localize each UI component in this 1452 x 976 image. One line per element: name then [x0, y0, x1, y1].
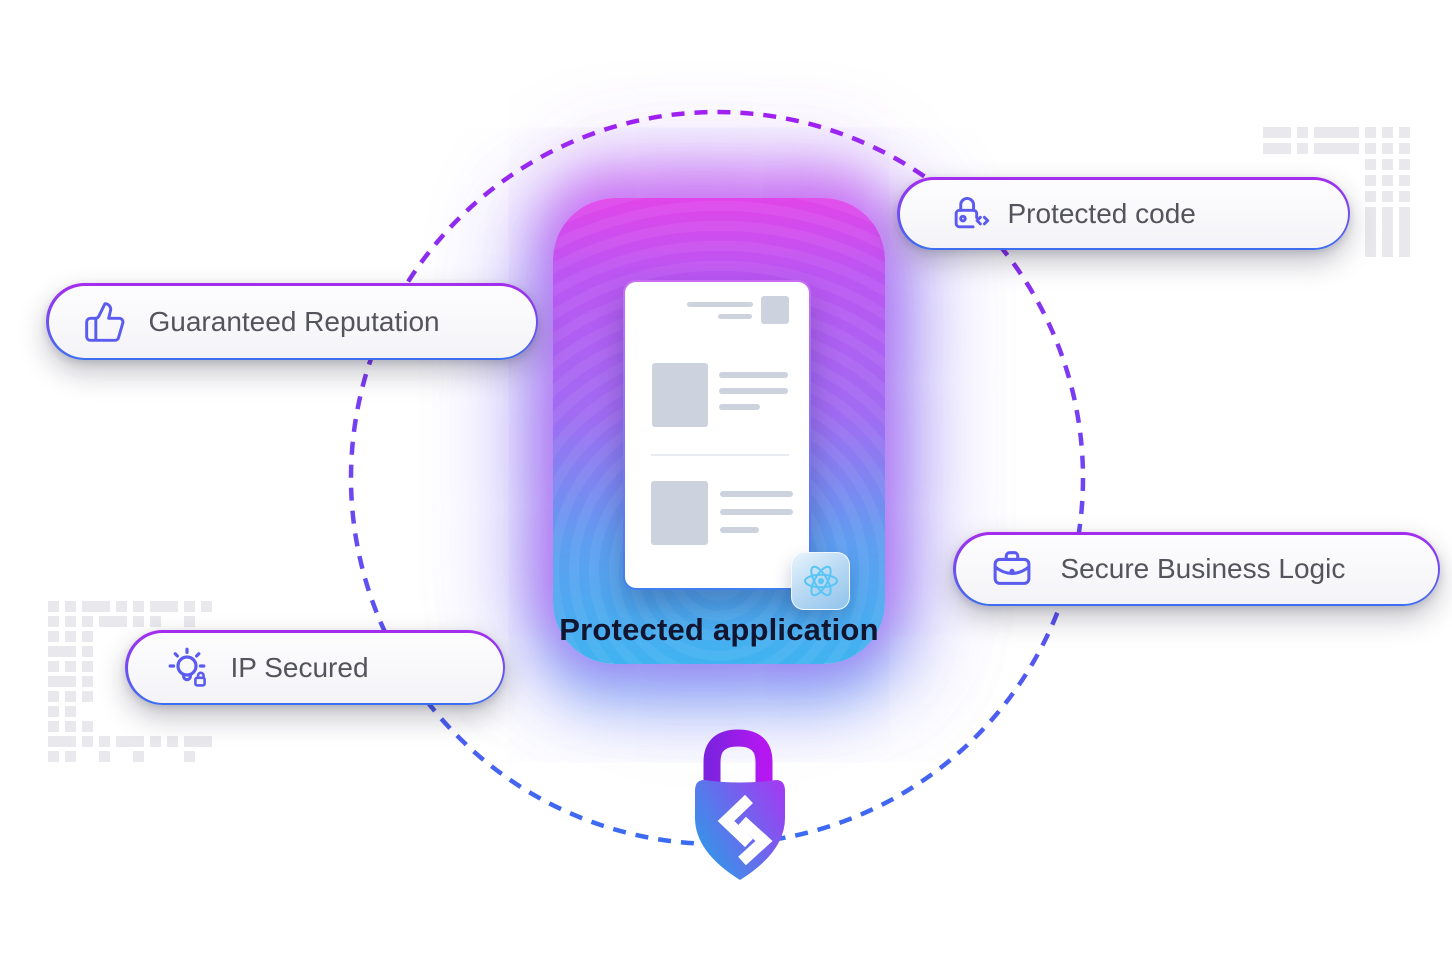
- briefcase-icon: [989, 546, 1035, 592]
- dashed-orbit-ring: [348, 109, 1086, 847]
- brand-glyph: [717, 794, 773, 866]
- doc-thumbnail-block: [652, 363, 708, 427]
- doc-header-line: [687, 302, 753, 307]
- lock-code-icon: [947, 192, 991, 236]
- halftone-pattern-bottom-left: [48, 601, 212, 762]
- doc-text-line: [719, 388, 788, 394]
- doc-text-line: [720, 509, 793, 515]
- app-preview-card: [623, 280, 811, 590]
- doc-thumbnail-block: [651, 481, 708, 545]
- pill-label: Protected code: [1007, 197, 1196, 229]
- pill-label: Secure Business Logic: [1060, 553, 1346, 584]
- pill-ip-secured: IP Secured: [125, 630, 505, 705]
- doc-text-line: [719, 404, 760, 410]
- thumbs-up-icon: [83, 300, 127, 344]
- pill-protected-code: Protected code: [897, 177, 1350, 250]
- app-preview-document: [625, 282, 809, 588]
- pill-label: IP Secured: [230, 651, 369, 683]
- pill-secure-business-logic: Secure Business Logic: [953, 532, 1440, 606]
- doc-header-line: [718, 314, 752, 319]
- doc-text-line: [720, 491, 793, 497]
- doc-text-line: [719, 372, 788, 378]
- doc-text-line: [720, 527, 759, 533]
- react-logo-icon: [803, 565, 838, 597]
- doc-divider: [651, 454, 789, 456]
- shield-lock-icon: [695, 729, 785, 880]
- pill-label: Guaranteed Reputation: [148, 305, 440, 337]
- halftone-pattern-top-right: [1263, 127, 1410, 257]
- pill-guaranteed-reputation: Guaranteed Reputation: [46, 283, 538, 360]
- lock-shackle: [703, 729, 773, 786]
- card-title: Protected application: [559, 612, 879, 647]
- bulb-lock-icon: [163, 644, 211, 692]
- doc-avatar: [761, 296, 789, 324]
- react-framework-badge: [791, 552, 850, 610]
